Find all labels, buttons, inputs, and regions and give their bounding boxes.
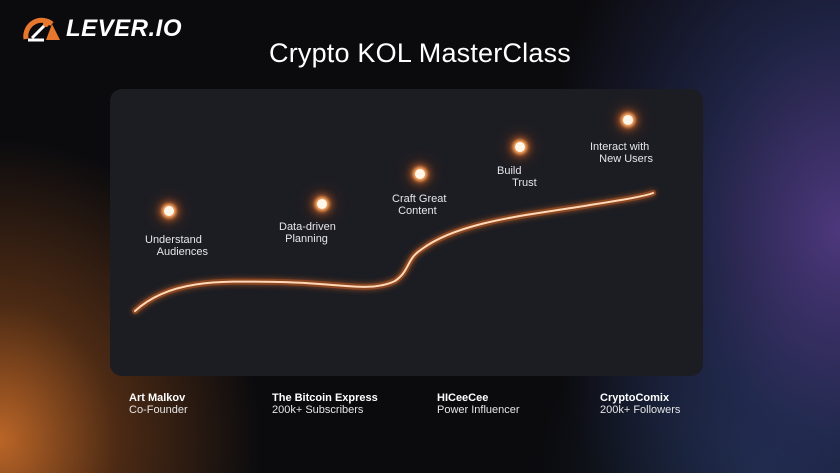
step-label: Interact with New Users: [590, 141, 653, 165]
speaker-card: Art Malkov Co-Founder: [129, 392, 188, 416]
speaker-role: Co-Founder: [129, 404, 188, 416]
brand-logo: LEVER.IO: [22, 15, 182, 43]
speaker-role: 200k+ Subscribers: [272, 404, 364, 416]
page-title: Crypto KOL MasterClass: [269, 38, 571, 68]
glowing-dot-icon: [415, 169, 425, 179]
speedometer-gauge-icon: [23, 17, 60, 42]
glowing-dot-icon: [317, 199, 327, 209]
speaker-name: Art Malkov: [129, 392, 186, 404]
speaker-card: The Bitcoin Express 200k+ Subscribers: [272, 392, 378, 416]
growth-curve: [132, 190, 656, 314]
glowing-dot-icon: [515, 142, 525, 152]
logo-text: LEVER.IO: [66, 15, 183, 42]
step-label: Craft Great Content: [392, 193, 447, 217]
glowing-dot-icon: [623, 115, 633, 125]
glowing-dot-icon: [164, 206, 174, 216]
speaker-name: HICeeCee: [437, 392, 489, 404]
speaker-role: Power Influencer: [437, 404, 520, 416]
speaker-card: HICeeCee Power Influencer: [437, 392, 520, 416]
speaker-name: The Bitcoin Express: [272, 392, 378, 404]
speaker-name: CryptoComix: [600, 392, 670, 404]
speaker-card: CryptoComix 200k+ Followers: [600, 392, 680, 416]
speaker-role: 200k+ Followers: [600, 404, 681, 416]
step-label: Understand Audiences: [145, 234, 208, 258]
step-label: Build Trust: [497, 165, 537, 189]
roadmap-card: [110, 89, 703, 376]
step-label: Data-driven Planning: [279, 221, 336, 245]
